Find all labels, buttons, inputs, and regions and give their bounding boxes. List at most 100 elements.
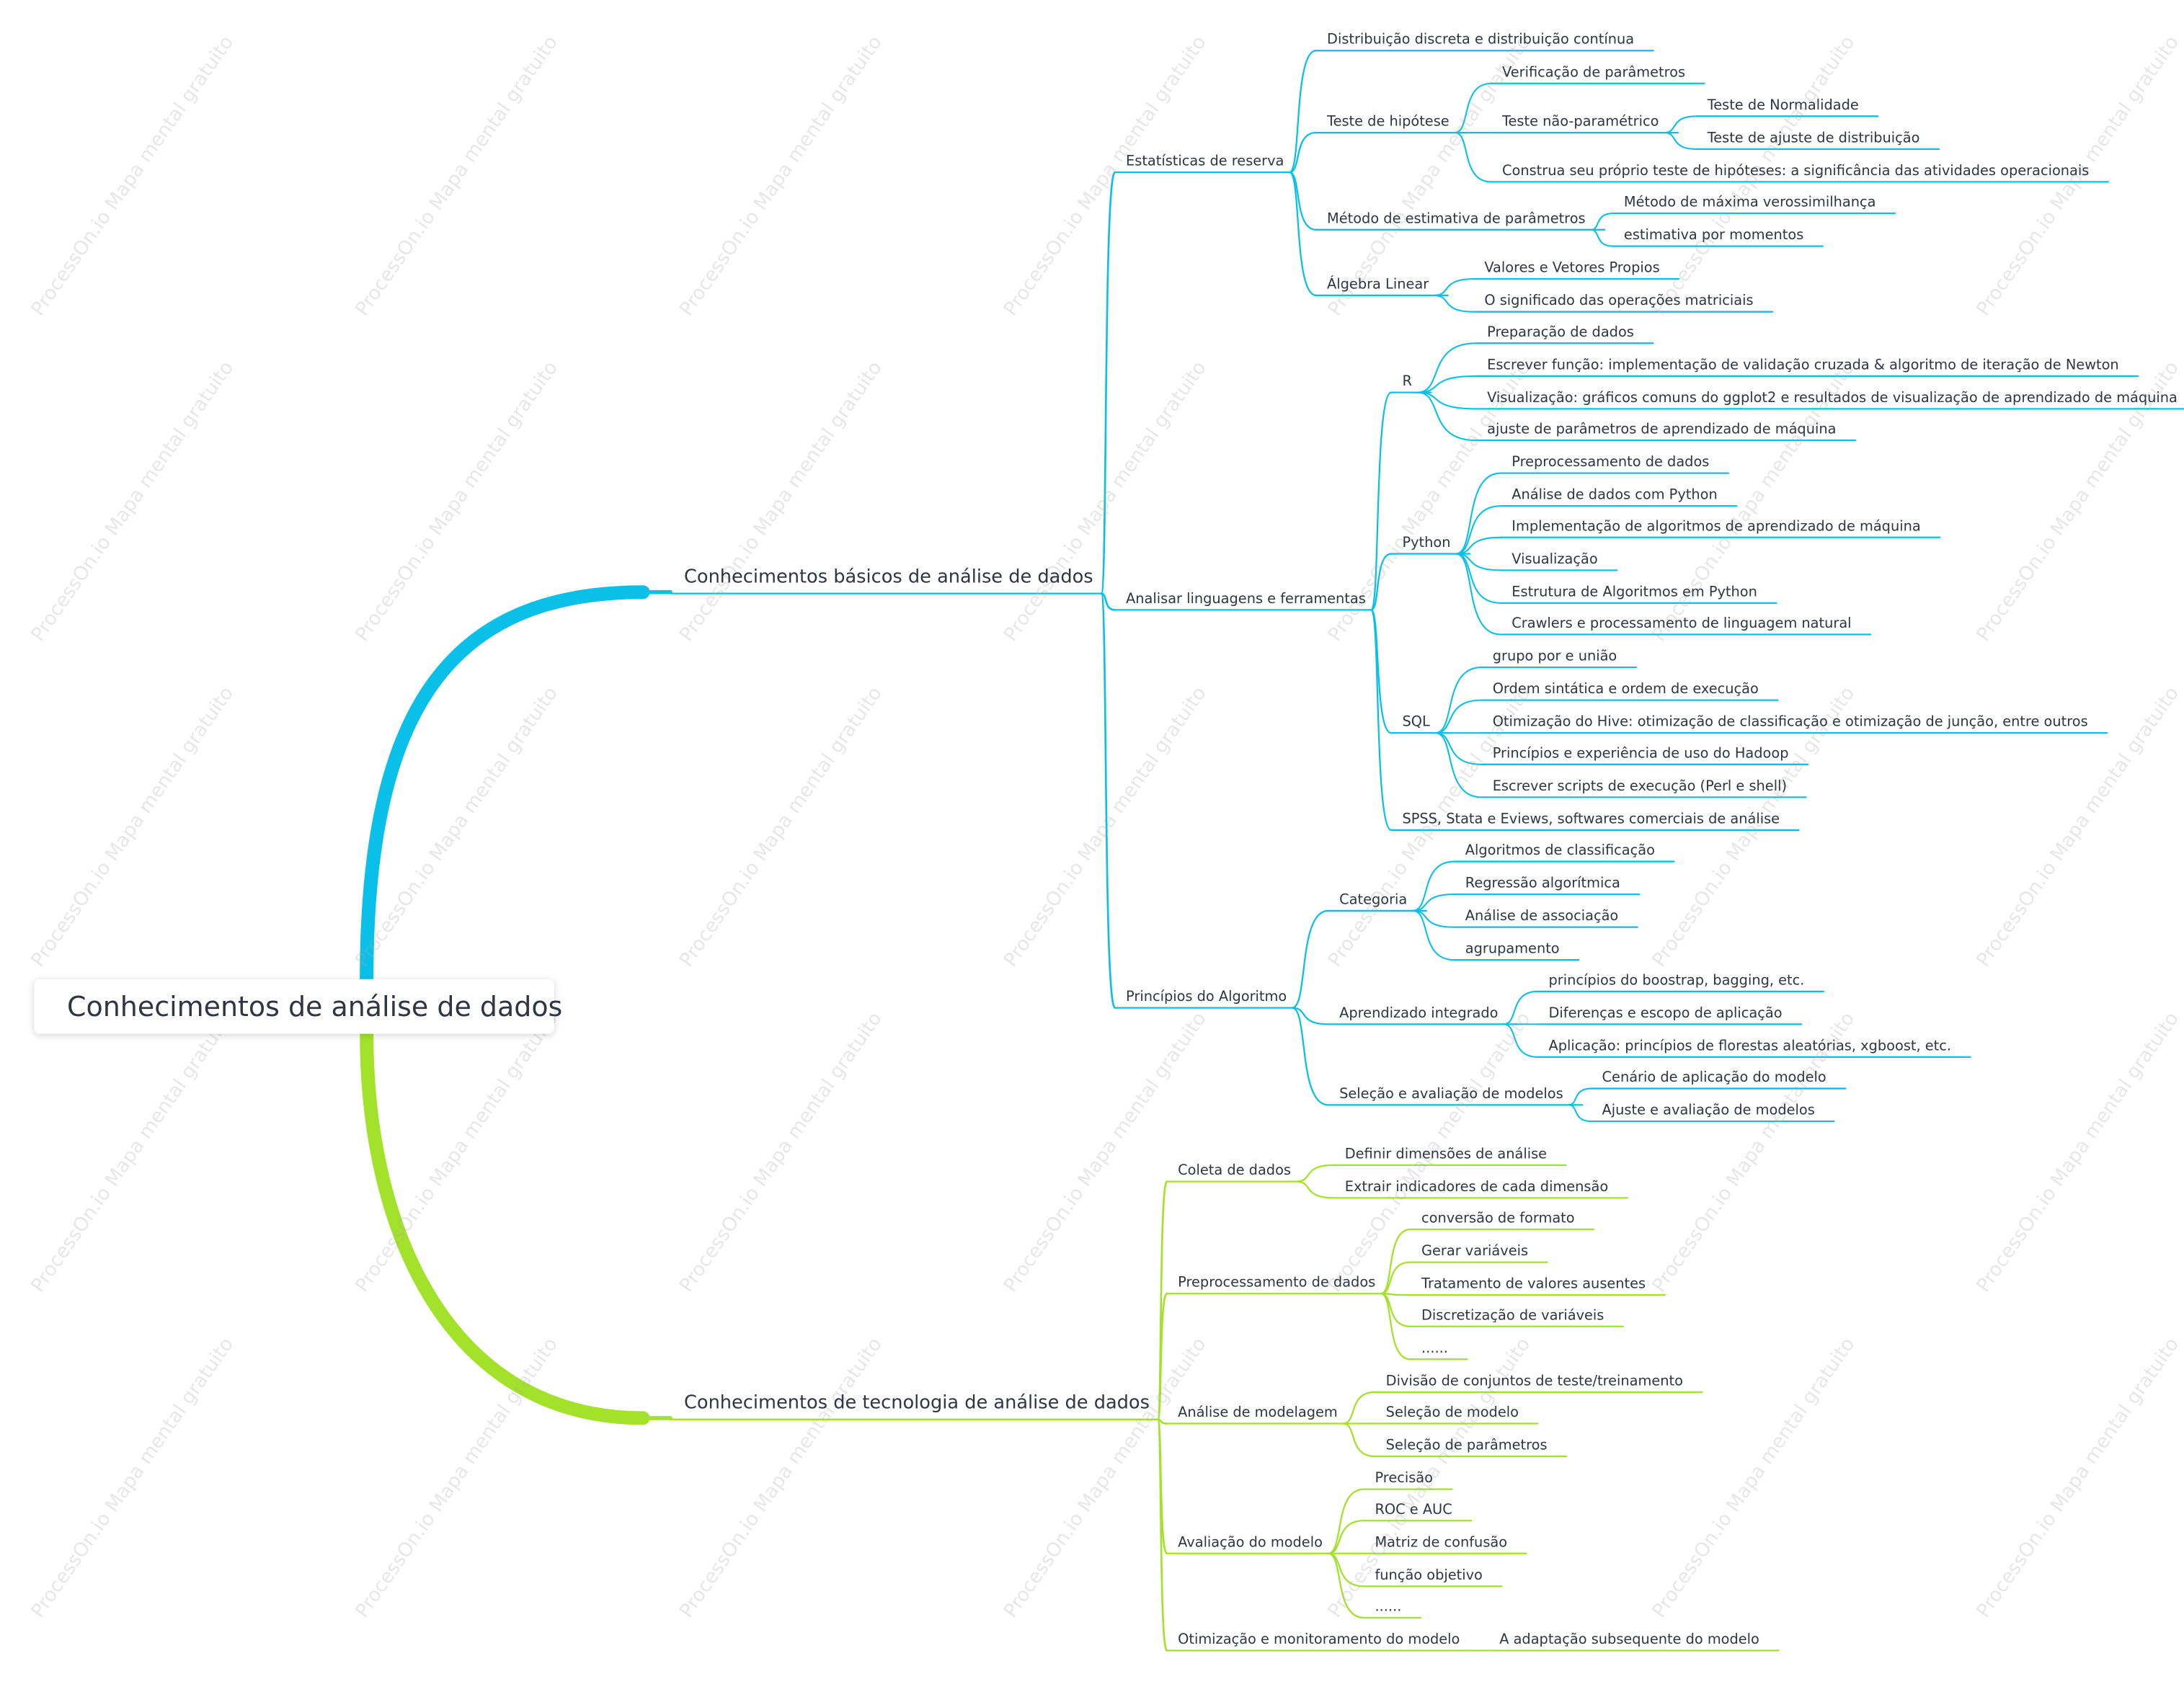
topic-diferencas-e-escopo-de-aplicacao[interactable]: Diferenças e escopo de aplicação <box>1548 1007 1783 1023</box>
topic-selecao-e-avaliacao-de-modelos[interactable]: Seleção e avaliação de modelos <box>1339 1087 1563 1103</box>
link-l5-0.1.1-0 <box>1455 472 1502 555</box>
topic-grupo-por-e-uniao[interactable]: grupo por e união <box>1492 650 1617 665</box>
topic-crawlers-e-processamento-de-linguagem-na[interactable]: Crawlers e processamento de linguagem na… <box>1512 617 1852 633</box>
topic-teste-nao-parametrico[interactable]: Teste não-paramétrico <box>1502 115 1659 130</box>
topic-verificacao-de-parametros[interactable]: Verificação de parâmetros <box>1502 66 1686 81</box>
topic-ajuste-e-avaliacao-de-modelos[interactable]: Ajuste e avaliação de modelos <box>1602 1104 1815 1120</box>
link-l4-0.1-1 <box>1370 553 1393 611</box>
topic-metodo-de-estimativa-de-parametros[interactable]: Método de estimativa de parâmetros <box>1327 212 1586 228</box>
topic-analise-de-modelagem[interactable]: Análise de modelagem <box>1178 1406 1338 1422</box>
branch-conhecimentos-de-tecnologia-de-analise-d[interactable]: Conhecimentos de tecnologia de análise d… <box>684 1391 1150 1414</box>
topic-sql[interactable]: SQL <box>1402 716 1430 731</box>
topic-r[interactable]: R <box>1402 375 1412 391</box>
topic-categoria[interactable]: Categoria <box>1339 893 1408 909</box>
root-node-label: Conhecimentos de análise de dados <box>67 989 563 1023</box>
link-l5-0.0.3-0 <box>1433 278 1475 296</box>
topic-construa-seu-proprio-teste-de-hipoteses-[interactable]: Construa seu próprio teste de hipóteses:… <box>1502 164 2090 180</box>
link-l3-0-1 <box>1100 592 1117 611</box>
topic-ellipsis[interactable]: ...... <box>1375 1600 1402 1616</box>
topic-preprocessamento-de-dados[interactable]: Preprocessamento de dados <box>1512 455 1710 471</box>
topic-estrutura-de-algoritmos-em-python[interactable]: Estrutura de Algoritmos em Python <box>1512 585 1757 601</box>
topic-selecao-de-modelo[interactable]: Seleção de modelo <box>1385 1406 1519 1422</box>
topic-principios-do-boostrap-bagging-etc[interactable]: princípios do boostrap, bagging, etc. <box>1548 974 1805 989</box>
link-l5-0.1.1-4 <box>1455 553 1502 604</box>
topic-teste-de-hipotese[interactable]: Teste de hipótese <box>1327 115 1450 130</box>
topic-extrair-indicadores-de-cada-dimensao[interactable]: Extrair indicadores de cada dimensão <box>1344 1180 1609 1196</box>
link-l5-0.2.0-0 <box>1411 860 1455 912</box>
topic-python[interactable]: Python <box>1402 536 1451 552</box>
topic-escrever-funcao-implementacao-de-validac[interactable]: Escrever função: implementação de valida… <box>1487 358 2119 374</box>
link-l5-0.1.2-3 <box>1434 732 1483 765</box>
topic-otimizacao-e-monitoramento-do-modelo[interactable]: Otimização e monitoramento do modelo <box>1178 1633 1460 1649</box>
topic-preparacao-de-dados[interactable]: Preparação de dados <box>1487 326 1634 342</box>
topic-algoritmos-de-classificacao[interactable]: Algoritmos de classificação <box>1465 844 1655 860</box>
topic-a-adaptacao-subsequente-do-modelo[interactable]: A adaptação subsequente do modelo <box>1499 1633 1759 1649</box>
topic-aprendizado-integrado[interactable]: Aprendizado integrado <box>1339 1007 1499 1023</box>
topic-implementacao-de-algoritmos-de-aprendiza[interactable]: Implementação de algoritmos de aprendiza… <box>1512 520 1921 535</box>
link-l5-0.0.2-1 <box>1590 228 1614 247</box>
link-l3-1-1 <box>1157 1292 1168 1421</box>
topic-regressao-algoritmica[interactable]: Regressão algorítmica <box>1465 877 1620 893</box>
topic-ajuste-de-parametros-de-aprendizado-de-m[interactable]: ajuste de parâmetros de aprendizado de m… <box>1487 423 1837 438</box>
topic-distribuicao-discreta-e-distribuicao-con[interactable]: Distribuição discreta e distribuição con… <box>1327 33 1635 49</box>
topic-teste-de-normalidade[interactable]: Teste de Normalidade <box>1707 99 1859 115</box>
topic-ellipsis[interactable]: ...... <box>1421 1342 1448 1358</box>
topic-agrupamento[interactable]: agrupamento <box>1465 943 1560 958</box>
topic-estatisticas-de-reserva[interactable]: Estatísticas de reserva <box>1126 155 1284 171</box>
topic-principios-do-algoritmo[interactable]: Princípios do Algoritmo <box>1126 990 1287 1006</box>
link-l6-0.0.1.1-1 <box>1663 132 1697 150</box>
topic-escrever-scripts-de-execucao-perl-e-shel[interactable]: Escrever scripts de execução (Perl e she… <box>1492 780 1787 796</box>
topic-cenario-de-aplicacao-do-modelo[interactable]: Cenário de aplicação do modelo <box>1602 1071 1826 1087</box>
topic-spss-stata-e-eviews-softwares-comerciais[interactable]: SPSS, Stata e Eviews, softwares comercia… <box>1402 812 1780 828</box>
link-l5-0.2.0-3 <box>1411 909 1455 961</box>
topic-precisao[interactable]: Precisão <box>1375 1471 1434 1487</box>
topic-coleta-de-dados[interactable]: Coleta de dados <box>1178 1164 1291 1180</box>
topic-metodo-de-maxima-verossimilhanca[interactable]: Método de máxima verossimilhança <box>1623 196 1876 211</box>
topic-ordem-sintatica-e-ordem-de-execucao[interactable]: Ordem sintática e ordem de execução <box>1492 682 1759 698</box>
topic-definir-dimensoes-de-analise[interactable]: Definir dimensões de análise <box>1344 1147 1548 1163</box>
topic-conversao-de-formato[interactable]: conversão de formato <box>1421 1212 1575 1227</box>
topic-analise-de-dados-com-python[interactable]: Análise de dados com Python <box>1512 489 1718 504</box>
branch-connector-1 <box>360 1027 650 1425</box>
link-l5-0.1.0-0 <box>1416 342 1477 393</box>
topic-teste-de-ajuste-de-distribuicao[interactable]: Teste de ajuste de distribuição <box>1707 131 1920 147</box>
topic-principios-e-experiencia-de-uso-do-hadoo[interactable]: Princípios e experiência de uso do Hadoo… <box>1492 747 1789 762</box>
branch-connector-0 <box>360 585 650 986</box>
link-l4-1.0-1 <box>1295 1180 1335 1199</box>
link-l4-1.2-2 <box>1342 1422 1376 1458</box>
topic-visualizacao-graficos-comuns-do-ggplot2-[interactable]: Visualização: gráficos comuns do ggplot2… <box>1487 391 2178 407</box>
topic-preprocessamento-de-dados[interactable]: Preprocessamento de dados <box>1178 1276 1376 1292</box>
topic-avaliacao-do-modelo[interactable]: Avaliação do modelo <box>1178 1536 1323 1551</box>
link-l5-0.2.0-2 <box>1411 909 1455 928</box>
topic-visualizacao[interactable]: Visualização <box>1512 553 1598 569</box>
topic-algebra-linear[interactable]: Álgebra Linear <box>1327 277 1429 293</box>
topic-tratamento-de-valores-ausentes[interactable]: Tratamento de valores ausentes <box>1421 1278 1646 1293</box>
topic-analise-de-associacao[interactable]: Análise de associação <box>1465 909 1619 925</box>
topic-valores-e-vetores-propios[interactable]: Valores e Vetores Propios <box>1484 262 1660 277</box>
link-l5-0.1.0-1 <box>1416 375 1477 393</box>
topic-o-significado-das-operacoes-matriciais[interactable]: O significado das operações matriciais <box>1484 294 1754 310</box>
topic-selecao-de-parametros[interactable]: Seleção de parâmetros <box>1385 1439 1548 1454</box>
link-l4-0.0-0 <box>1288 50 1318 174</box>
topic-analisar-linguagens-e-ferramentas[interactable]: Analisar linguagens e ferramentas <box>1126 592 1366 608</box>
topic-funcao-objetivo[interactable]: função objetivo <box>1375 1569 1483 1585</box>
topic-gerar-variaveis[interactable]: Gerar variáveis <box>1421 1244 1529 1260</box>
link-l4-1.3-0 <box>1327 1488 1365 1554</box>
topic-matriz-de-confusao[interactable]: Matriz de confusão <box>1375 1536 1508 1551</box>
link-l4-0.2-0 <box>1291 909 1330 1009</box>
topic-otimizacao-do-hive-otimizacao-de-classif[interactable]: Otimização do Hive: otimização de classi… <box>1492 716 2088 731</box>
link-l5-0.2.2-1 <box>1568 1104 1592 1123</box>
topic-aplicacao-principios-de-florestas-aleato[interactable]: Aplicação: princípios de florestas aleat… <box>1548 1039 1952 1055</box>
topic-estimativa-por-momentos[interactable]: estimativa por momentos <box>1623 228 1804 244</box>
branch-conhecimentos-basicos-de-analise-de-dado[interactable]: Conhecimentos básicos de análise de dado… <box>684 565 1093 588</box>
topic-roc-e-auc[interactable]: ROC e AUC <box>1375 1503 1452 1519</box>
link-l4-0.0-1 <box>1288 131 1318 174</box>
link-l5-0.2.1-2 <box>1503 1023 1539 1058</box>
link-l4-1.1-1 <box>1380 1261 1411 1295</box>
root-node[interactable]: Conhecimentos de análise de dados <box>34 979 562 1034</box>
link-l5-0.2.1-0 <box>1503 990 1539 1025</box>
link-l4-0.2-1 <box>1291 1007 1330 1025</box>
topic-discretizacao-de-variaveis[interactable]: Discretização de variáveis <box>1421 1309 1604 1324</box>
topic-divisao-de-conjuntos-de-teste-treinament[interactable]: Divisão de conjuntos de teste/treinament… <box>1385 1374 1683 1390</box>
